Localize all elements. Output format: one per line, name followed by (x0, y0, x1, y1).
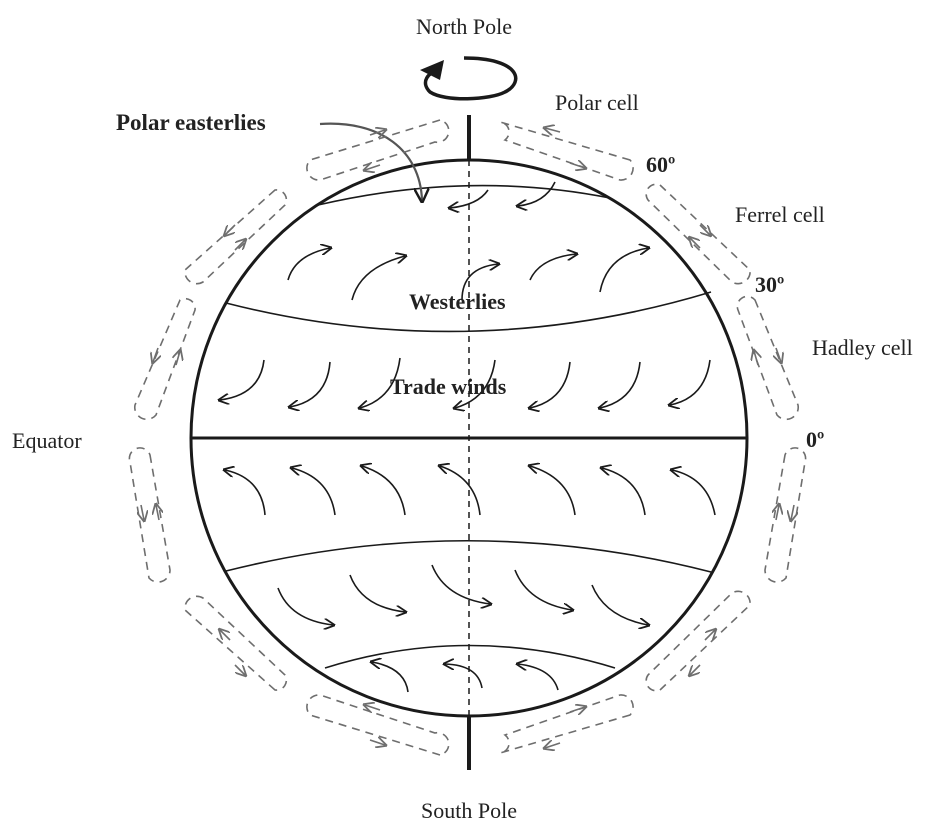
polar-cell-loop (500, 695, 633, 753)
wind-arrow (600, 362, 640, 408)
hadley-cell-loop (765, 448, 806, 582)
ferrel-cell-loop (646, 184, 750, 283)
latitude-60s-line (325, 646, 615, 669)
wind-arrow (518, 182, 555, 206)
wind-arrow (515, 570, 572, 610)
ferrel-cell-loop (646, 591, 750, 690)
wind-arrow (372, 662, 408, 692)
rotation-arrow-icon (420, 58, 516, 99)
wind-arrow (290, 362, 330, 407)
wind-arrow (518, 664, 558, 690)
wind-arrow (292, 468, 335, 515)
latitude-30-label: 30º (755, 272, 784, 297)
polar-cell-loop (307, 695, 449, 755)
polar-cell-loop (500, 122, 633, 180)
ferrel-cell-loop (185, 596, 287, 690)
wind-arrow (592, 585, 648, 625)
wind-arrow (350, 575, 405, 612)
south-pole-label: South Pole (421, 798, 517, 823)
wind-arrow (352, 256, 405, 300)
hadley-cell-loop (135, 299, 195, 420)
wind-arrow (278, 588, 333, 625)
wind-arrow (600, 248, 648, 292)
equator-label: Equator (12, 428, 82, 453)
polar-cell-label: Polar cell (555, 90, 639, 115)
hadley-cell-loop (129, 448, 170, 582)
wind-arrow (440, 466, 480, 515)
latitude-60n-line (318, 186, 610, 205)
wind-arrow (670, 360, 710, 405)
north-pole-label: North Pole (416, 14, 512, 39)
wind-arrow (672, 470, 715, 515)
hadley-cell-loop (737, 296, 798, 419)
wind-arrow (432, 565, 490, 604)
wind-arrow (445, 664, 482, 688)
wind-arrow (530, 254, 576, 280)
wind-arrow (288, 248, 330, 280)
polar-easterlies-label: Polar easterlies (116, 110, 266, 135)
wind-arrow (220, 360, 264, 400)
wind-arrow (225, 470, 265, 515)
polar-cell-loop (307, 120, 449, 180)
wind-arrow (602, 468, 645, 515)
trade-winds-label: Trade winds (390, 374, 507, 399)
latitude-0-label: 0º (806, 427, 824, 452)
latitude-60-label: 60º (646, 152, 675, 177)
wind-arrow (530, 362, 570, 408)
ferrel-cell-label: Ferrel cell (735, 202, 825, 227)
labels: North Pole South Pole Polar cell Ferrel … (12, 14, 913, 823)
wind-arrow (362, 466, 405, 515)
hadley-cell-label: Hadley cell (812, 335, 913, 360)
wind-arrow (530, 466, 575, 515)
westerlies-label: Westerlies (409, 289, 506, 314)
ferrel-cell-loop (185, 190, 287, 284)
